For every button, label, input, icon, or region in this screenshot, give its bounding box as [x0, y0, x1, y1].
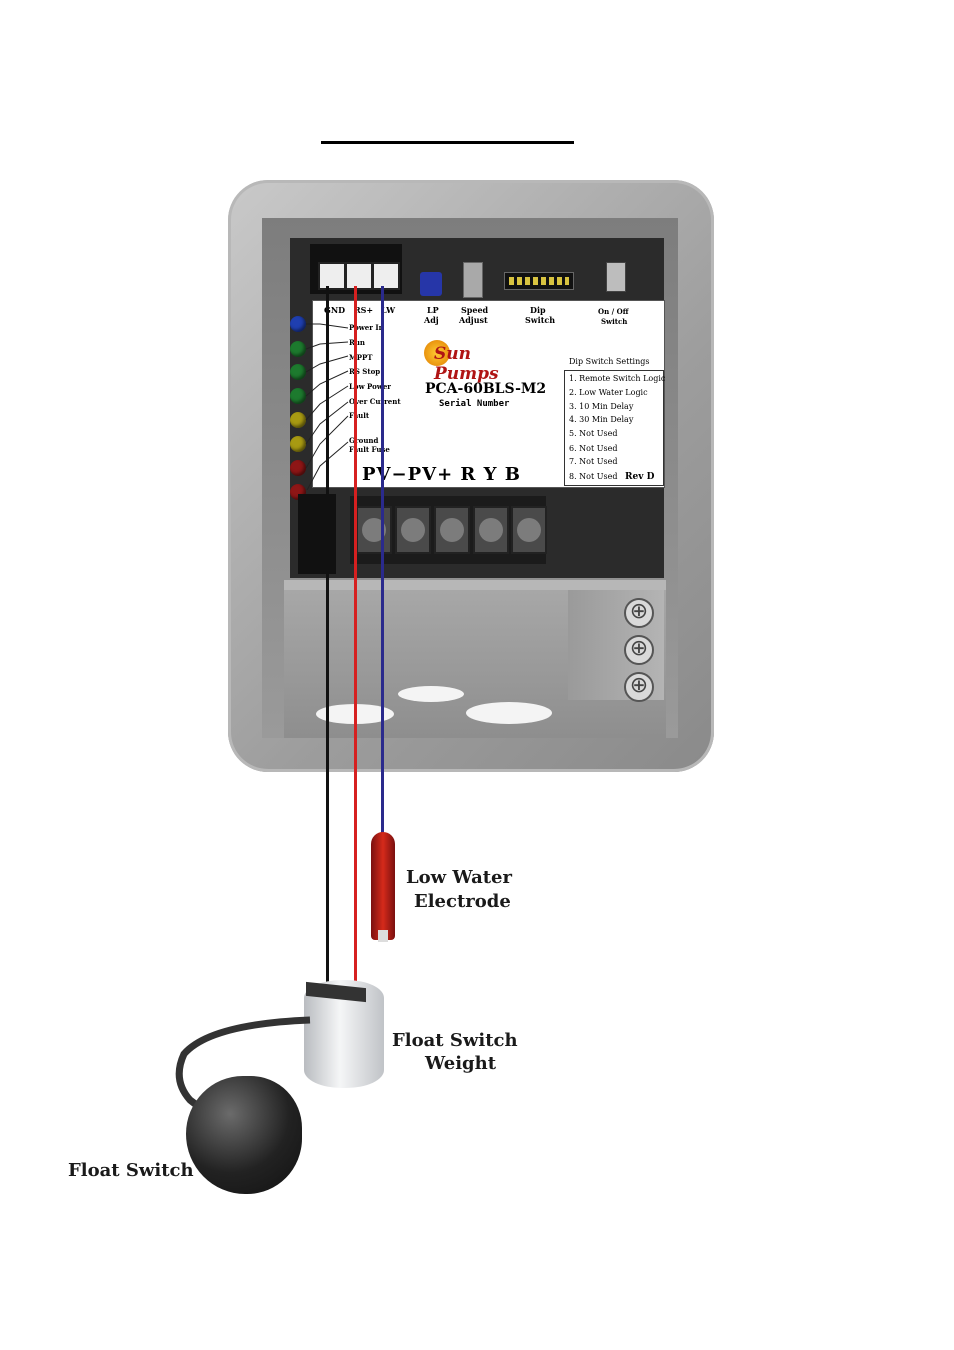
- callout-weight-line1: Float Switch: [392, 1030, 518, 1051]
- led-power-in: [290, 316, 306, 332]
- ground-screw-2: ⊕: [624, 635, 654, 665]
- led-run: [290, 341, 306, 357]
- dip-setting-3: 3. 10 Min Delay: [569, 402, 634, 411]
- indicator-low-power: Low Power: [349, 382, 391, 391]
- label-lp-adj: Adj: [424, 315, 439, 325]
- knockout-hole-3: [466, 702, 552, 724]
- label-speed-adjust: Adjust: [459, 315, 488, 325]
- terminal-lw: [372, 262, 400, 290]
- label-dip: Dip: [530, 305, 546, 315]
- indicator-mppt: MPPT: [349, 353, 373, 362]
- revision-label: Rev D: [625, 472, 655, 482]
- label-gnd: GND: [324, 305, 346, 315]
- callout-electrode-line1: Low Water: [406, 867, 512, 888]
- lug-pv-plus: [395, 506, 431, 554]
- led-leader-lines: [305, 323, 349, 490]
- label-onoff: On / Off: [598, 307, 629, 316]
- led-fault: [290, 460, 306, 476]
- model-number: PCA-60BLS-M2: [425, 381, 547, 397]
- label-lw: LW: [381, 305, 396, 315]
- low-water-electrode: [371, 832, 395, 940]
- label-rs: RS+: [354, 305, 374, 315]
- indicator-rs-stop: RS Stop: [349, 367, 381, 376]
- wire-rs-red: [354, 286, 357, 994]
- lp-adj-knob: [420, 272, 442, 296]
- led-mppt: [290, 364, 306, 380]
- dip-switch-block: [504, 272, 574, 290]
- dip-setting-4: 4. 30 Min Delay: [569, 415, 634, 424]
- label-lp: LP: [427, 305, 439, 315]
- dip-setting-7: 7. Not Used: [569, 457, 618, 466]
- dip-settings-box: [564, 370, 664, 486]
- lug-pv-minus: [356, 506, 392, 554]
- wire-gnd-black: [326, 286, 329, 994]
- indicator-over-current: Over Current: [349, 397, 401, 406]
- label-speed: Speed: [461, 305, 489, 315]
- ground-screw-3: ⊕: [624, 672, 654, 702]
- tray-ledge: [284, 580, 666, 590]
- speed-adjust-knob: [463, 262, 483, 298]
- power-terminal-labels: PV−PV+ R Y B: [362, 464, 521, 485]
- ground-screw-1: ⊕: [624, 598, 654, 628]
- knockout-hole-1: [398, 686, 464, 702]
- dip-settings-title: Dip Switch Settings: [569, 357, 650, 366]
- indicator-fault: Fault: [349, 411, 370, 420]
- indicator-run: Run: [349, 338, 365, 347]
- left-terminal-block: [298, 494, 336, 574]
- lug-b: [511, 506, 547, 554]
- dip-setting-6: 6. Not Used: [569, 444, 618, 453]
- on-off-switch: [606, 262, 626, 292]
- led-low-power: [290, 412, 306, 428]
- dip-setting-2: 2. Low Water Logic: [569, 388, 648, 397]
- label-onoff-switch: Switch: [601, 317, 628, 326]
- title-underline: [321, 141, 574, 144]
- dip-setting-8: 8. Not Used: [569, 472, 618, 481]
- brand-text: Sun Pumps: [434, 344, 499, 384]
- dip-setting-1: 1. Remote Switch Logic: [569, 374, 666, 383]
- led-rs-stop: [290, 388, 306, 404]
- float-switch: [186, 1076, 302, 1194]
- lug-r: [434, 506, 470, 554]
- indicator-fault-fuse: Fault Fuse: [349, 445, 390, 454]
- indicator-power-in: Power In: [349, 323, 384, 332]
- wire-lw-blue: [381, 286, 384, 834]
- indicator-ground: Ground: [349, 436, 379, 445]
- callout-weight-line2: Weight: [425, 1053, 497, 1074]
- serial-number-label: Serial Number: [439, 399, 510, 409]
- led-over-current: [290, 436, 306, 452]
- label-dip-switch: Switch: [525, 315, 556, 325]
- callout-electrode-line2: Electrode: [414, 891, 511, 912]
- terminal-gnd: [318, 262, 346, 290]
- lug-y: [473, 506, 509, 554]
- sun-pumps-logo: Sun Pumps: [424, 338, 538, 384]
- callout-float-switch: Float Switch: [68, 1160, 194, 1181]
- electrode-tip: [378, 930, 388, 942]
- dip-setting-5: 5. Not Used: [569, 429, 618, 438]
- terminal-rs: [345, 262, 373, 290]
